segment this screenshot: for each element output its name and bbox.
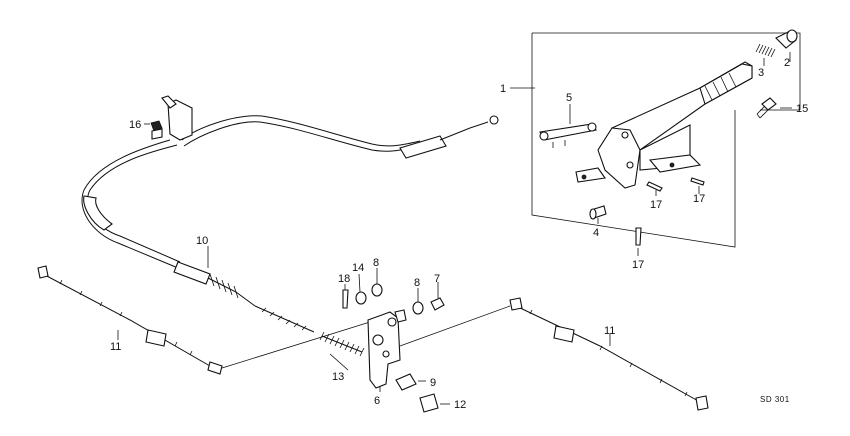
callout-2: 2: [784, 57, 790, 69]
callout-9: 9: [430, 377, 436, 389]
callout-5: 5: [566, 92, 572, 104]
callout-6: 6: [374, 395, 380, 407]
leader-lines: [117, 52, 792, 405]
callout-13: 13: [332, 371, 344, 383]
callout-8-lower: 8: [414, 277, 420, 289]
cotter-pins: [635, 177, 705, 246]
cable-link-line-left: [221, 321, 371, 369]
parking-brake-lever: [575, 61, 753, 189]
bracket-bolt: [150, 120, 163, 140]
ratchet-rod: [539, 122, 597, 148]
cable-link-line-right: [399, 305, 511, 347]
callout-4: 4: [593, 227, 599, 239]
callout-17-a: 17: [650, 199, 662, 211]
callout-1: 1: [500, 83, 506, 95]
lever-assembly-group-box: [510, 32, 801, 248]
washer: [355, 291, 367, 305]
callout-14: 14: [352, 262, 364, 274]
spacer-washer-upper: [371, 283, 383, 297]
diagram-code: SD 301: [760, 395, 790, 404]
callout-18: 18: [338, 273, 350, 285]
callout-8-upper: 8: [373, 257, 379, 269]
callout-7: 7: [434, 273, 440, 285]
equalizer-nut: [430, 297, 445, 311]
equalizer-spring: [319, 331, 365, 357]
lever-bolt: [756, 97, 777, 119]
callout-16: 16: [129, 119, 141, 131]
callout-11-left: 11: [110, 341, 121, 353]
callout-15: 15: [796, 103, 808, 115]
callout-17-b: 17: [693, 193, 705, 205]
callout-labels: 1 2 3 4 5 6 7 8 8 9 10 11 11 12 13 14 15…: [110, 57, 808, 411]
pivot-pin: [589, 205, 607, 220]
adjuster-sleeve: [395, 373, 417, 391]
rear-cable-left: [37, 265, 223, 375]
equalizer-plate: [367, 309, 407, 389]
callout-12: 12: [454, 399, 466, 411]
callout-17-c: 17: [632, 259, 644, 271]
front-brake-cable: [81, 95, 499, 333]
adjuster-nut: [419, 393, 439, 413]
callout-10: 10: [196, 235, 208, 247]
release-spring: [755, 43, 776, 58]
callout-3: 3: [758, 67, 764, 79]
equalizer-cotter-pin: [342, 289, 349, 309]
spacer-washer-lower: [412, 301, 424, 315]
lever-knob-cap: [775, 29, 798, 49]
rear-cable-right: [509, 297, 709, 411]
callout-11-right: 11: [604, 325, 615, 337]
